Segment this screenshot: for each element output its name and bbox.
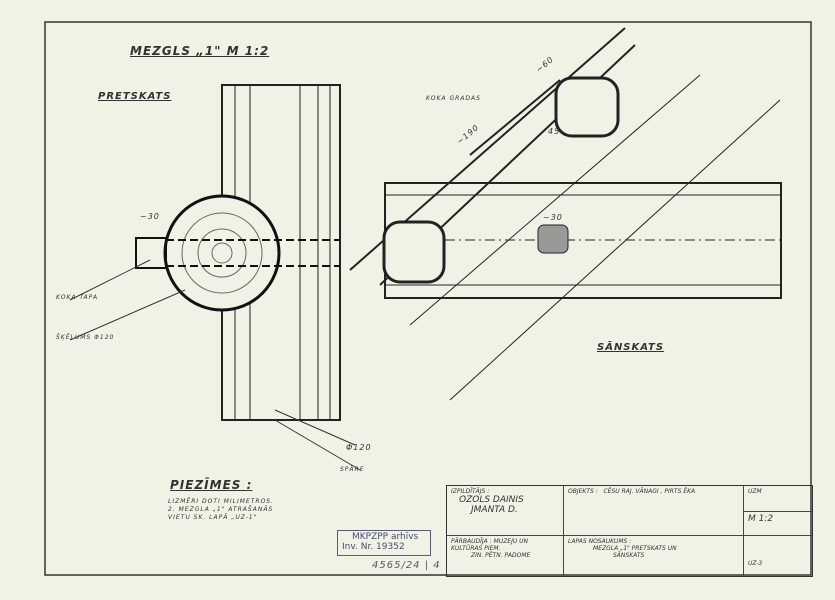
checker-2: KULTŪRAS PIEM. — [451, 545, 501, 552]
front-view-label: PRETSKATS — [98, 91, 172, 102]
dim-peg: ~30 — [140, 212, 160, 221]
checker-label: PĀRBAUDĪJA : — [451, 538, 492, 545]
object-value: CĒSU RAJ. VĀNAGI , PIRTS ĒKA — [603, 488, 696, 495]
checker-3: ZIN. PĒTN. PADOME — [471, 552, 531, 559]
checker-1: MUZEJU UN — [493, 538, 529, 545]
author-2: JMANTA D. — [471, 505, 518, 515]
sheet-2: SĀNSKATS — [613, 552, 645, 559]
sheet-1: MEZGLA „1" PRETSKATS UN — [593, 545, 677, 552]
code: UZM — [744, 486, 812, 512]
note-line: 2. MEZGLA „1" ATRAŠANĀS — [168, 506, 274, 513]
drawing-title: MEZGLS „1" M 1:2 — [130, 44, 270, 58]
archive-stamp: MKPZPP arhīvs Inv. Nr. 19352 — [337, 530, 431, 556]
note-line: LIZMĒRI DOTI MILIMETROS. — [168, 498, 275, 505]
sheet-number: UZ-3 — [748, 560, 763, 567]
note-line: VIETU SK. LAPĀ „UZ-1" — [168, 514, 258, 521]
title-block: IZPILDĪTĀJS : OZOLS DAINIS JMANTA D. OBJ… — [446, 485, 813, 577]
label-cut: ŠĶĒLUMS Φ120 — [56, 334, 115, 341]
dim-30: ~30 — [543, 213, 563, 222]
scale: M 1:2 — [744, 512, 812, 536]
dim-diameter: Φ120 — [346, 443, 372, 452]
author-1: OZOLS DAINIS — [459, 495, 524, 505]
dim-45: 45 — [548, 127, 561, 136]
sheet-label: LAPAS NOSAUKUMS : — [568, 538, 632, 545]
side-view-label: SĀNSKATS — [597, 342, 665, 353]
label-peg: KOKA TAPA — [56, 294, 99, 301]
side-view — [349, 27, 782, 401]
notes-heading: PIEZĪMES : — [170, 478, 253, 492]
log-cross-section — [135, 194, 340, 312]
stamp-line-1: MKPZPP arhīvs — [352, 532, 419, 542]
stamp-extra: 4565/24 | 4 — [372, 560, 441, 571]
label-rafter: SPĀRE — [340, 466, 365, 473]
label-beam: KOKA GRADAS — [426, 95, 481, 102]
object-label: OBJEKTS : — [568, 488, 598, 495]
author-label: IZPILDĪTĀJS : — [451, 488, 490, 495]
stamp-line-2: Inv. Nr. 19352 — [342, 542, 405, 552]
